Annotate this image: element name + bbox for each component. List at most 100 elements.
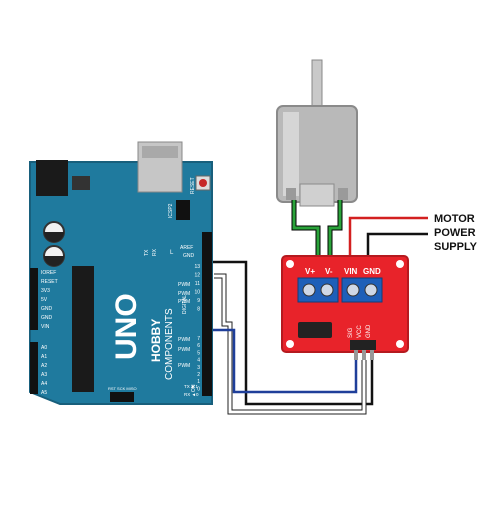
digital-pin-label: 2	[197, 372, 200, 378]
label-gnd-pin: GND	[366, 324, 372, 338]
digital-pin-label: 12	[194, 273, 200, 279]
screw-vplus	[302, 283, 316, 297]
aref-label: AREF	[180, 245, 193, 251]
pwm-label: PWM	[178, 347, 190, 353]
capacitor-1-stripe	[44, 232, 64, 242]
power-pin-label: 3V3	[41, 288, 50, 294]
supply-label-line3: SUPPLY	[434, 241, 478, 253]
digital-pin-label: 7	[197, 336, 200, 342]
digital-header-top	[202, 232, 212, 340]
motor-wires	[291, 200, 343, 268]
supply-label-line1: MOTOR	[434, 213, 475, 225]
driver-hole-tr	[396, 260, 404, 268]
analog-pin-label: A2	[41, 363, 47, 369]
power-pin-labels: IOREF RESET 3V3 5V GND GND VIN	[41, 270, 58, 330]
analog-pin-label: A4	[41, 381, 47, 387]
screw-vminus	[320, 283, 334, 297]
mosfet-chip	[298, 322, 332, 338]
on-label: ON	[191, 384, 197, 392]
analog-pin-label: A0	[41, 345, 47, 351]
icsp-header	[110, 392, 134, 402]
power-pin-label: RESET	[41, 279, 58, 285]
digital-label: DIGITAL	[182, 295, 188, 314]
board-name: UNO	[110, 293, 143, 360]
icsp2-label: ICSP2	[168, 203, 174, 218]
digital-pin-label: 3	[197, 365, 200, 371]
digital-pin-label: 13	[194, 264, 200, 270]
digital-pin-label: 11	[195, 281, 200, 287]
driver-hole-br	[396, 340, 404, 348]
label-vplus: V+	[305, 267, 315, 276]
screw-vin	[346, 283, 360, 297]
digital-header-bottom	[202, 334, 212, 396]
power-pin-label: VIN	[41, 324, 50, 330]
capacitor-2-stripe	[44, 256, 64, 266]
pwm-label: PWM	[178, 299, 190, 305]
wire-gnd	[212, 260, 374, 406]
label-vcc: VCC	[357, 325, 363, 338]
icsp-label: ICSP	[112, 406, 122, 411]
power-header	[30, 268, 38, 330]
supply-wire-red	[348, 216, 428, 268]
wire-vcc	[214, 274, 366, 414]
digital-pin-label: 10	[194, 290, 200, 296]
digital-pin-label: 9	[197, 298, 200, 304]
power-pin-label: GND	[41, 306, 53, 312]
dc-motor	[276, 59, 358, 207]
pwm-label: PWM	[178, 291, 190, 297]
regulator	[72, 176, 90, 190]
motor-highlight	[283, 112, 299, 196]
motor-wire-left	[292, 200, 320, 268]
power-pin-label: 5V	[41, 297, 48, 303]
label-gnd: GND	[363, 267, 381, 276]
tx-pin-label: TX ►1	[184, 384, 198, 389]
reset-button-cap	[199, 179, 207, 187]
label-vminus: V-	[325, 267, 333, 276]
atmega-chip	[72, 266, 94, 392]
analog-pin-label: A5	[41, 390, 47, 396]
tx-led-label: TX	[144, 249, 150, 256]
icsp2-header	[176, 200, 190, 220]
digital-pin-label: 5	[197, 350, 200, 356]
pwm-label: PWM	[178, 282, 190, 288]
power-pin-label: IOREF	[41, 270, 56, 276]
mosfet-driver-board: V+ V- VIN GND SIG VCC GND	[281, 255, 409, 360]
gnd-top-label: GND	[183, 253, 195, 259]
wire-sig	[212, 328, 358, 394]
brand-line1: HOBBY	[149, 319, 163, 362]
screw-gnd	[364, 283, 378, 297]
pwm-label: PWM	[178, 337, 190, 343]
dc-jack	[36, 160, 68, 196]
driver-hole-bl	[286, 340, 294, 348]
supply-label: MOTOR POWER SUPPLY	[434, 213, 478, 253]
driver-header	[350, 340, 376, 350]
motor-tab-left	[286, 188, 296, 200]
motor-shaft	[311, 59, 323, 109]
digital-pin-label: 4	[197, 358, 200, 364]
supply-label-line2: POWER	[434, 227, 476, 239]
digital-pin-label: 6	[197, 343, 200, 349]
signal-wires	[212, 260, 374, 415]
usb-inner	[142, 146, 178, 158]
digital-pin-label: 8	[197, 307, 200, 313]
label-vin: VIN	[344, 267, 358, 276]
pwm-label: PWM	[178, 363, 190, 369]
driver-hole-tl	[286, 260, 294, 268]
motor-endcap	[299, 183, 335, 207]
rx-led-label: RX	[152, 248, 158, 256]
digital-pin-label: 0	[197, 386, 200, 392]
digital-pin-label: 1	[197, 379, 200, 385]
motor-tab-right	[338, 188, 348, 200]
pin-gnd	[370, 350, 374, 360]
icsp-bottom-small: RST SCK MISO	[108, 386, 137, 391]
power-pin-label: GND	[41, 315, 53, 321]
pin-vcc	[362, 350, 366, 360]
analog-pin-label: A1	[41, 354, 47, 360]
l-led-label: L	[170, 250, 174, 256]
